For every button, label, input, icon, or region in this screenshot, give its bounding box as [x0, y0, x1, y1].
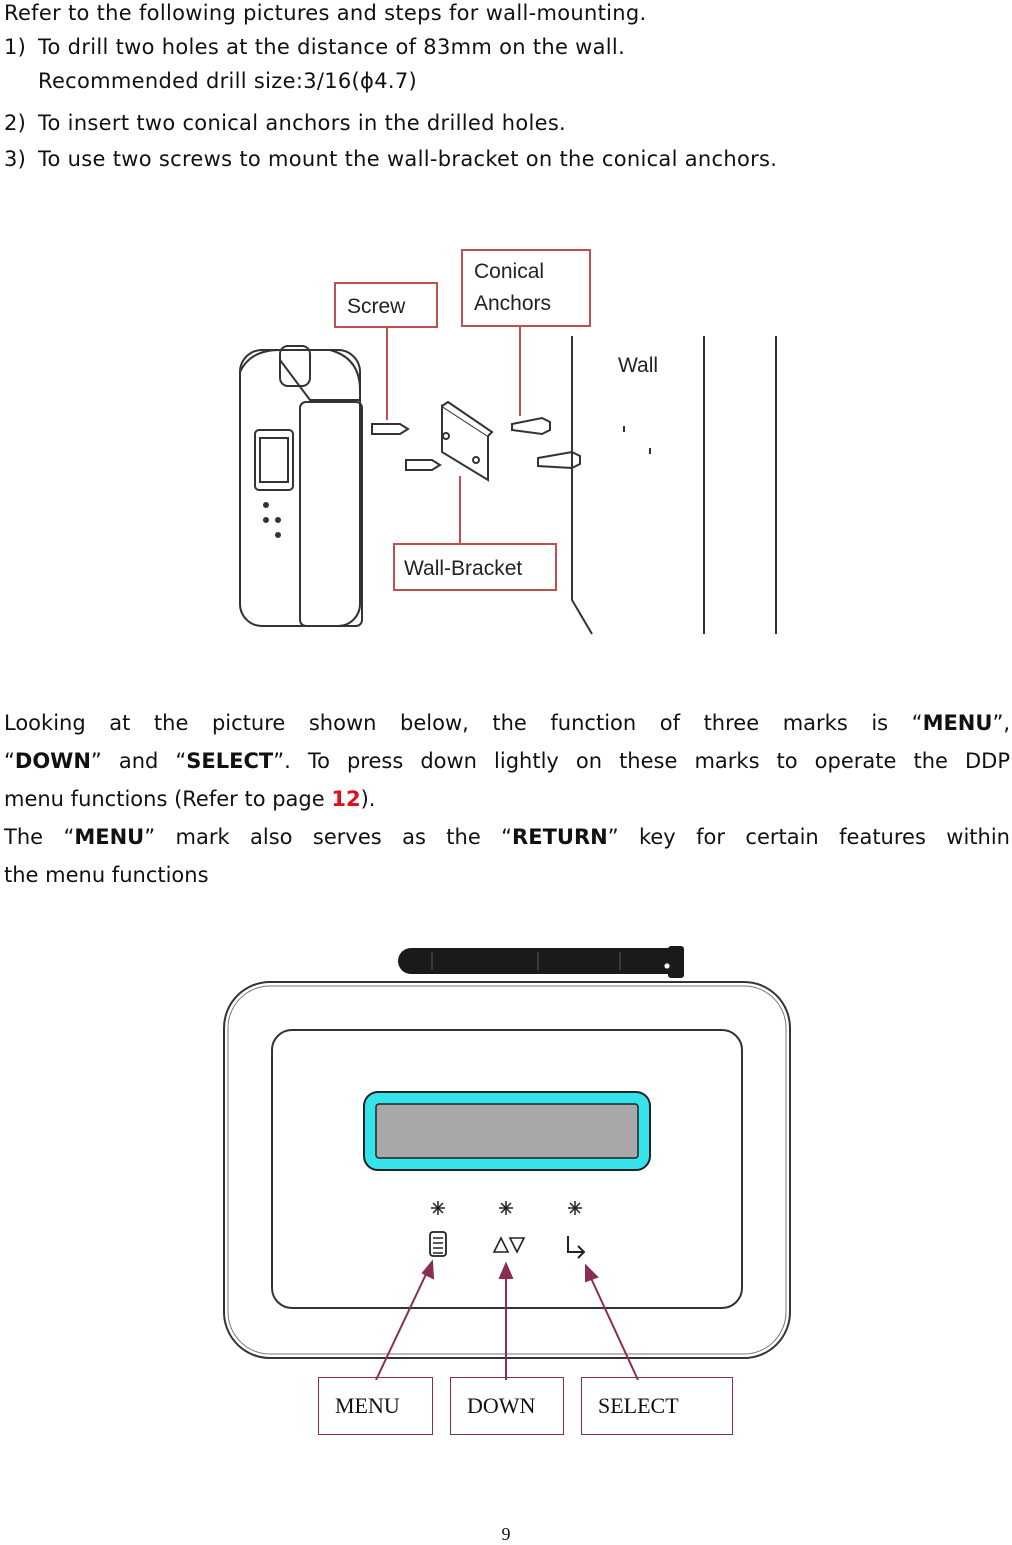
step-1-note-text: Recommended drill size:3/16(ϕ4.7): [38, 69, 417, 93]
step-1: 1) To drill two holes at the distance of …: [4, 34, 625, 60]
anchors-callout-box: [461, 249, 591, 327]
select-key[interactable]: [567, 1236, 586, 1259]
anchor-illustration: [511, 416, 581, 470]
screw-callout-box: [334, 282, 438, 328]
pointer-arrows: [375, 1259, 639, 1380]
step-3-text: To use two screws to mount the wall-brac…: [38, 147, 778, 171]
paragraph-line-4-mid: ” mark also serves as the “: [144, 825, 513, 849]
paragraph-line-3-text: menu functions (Refer to page: [4, 787, 332, 811]
lcd-screen: [375, 1103, 639, 1159]
bracket-callout-box: [393, 543, 557, 591]
intro-text: Refer to the following pictures and step…: [4, 1, 647, 25]
step-3-number: 3): [4, 147, 27, 171]
select-term: SELECT: [186, 749, 274, 773]
bracket-illustration: [441, 400, 494, 482]
paragraph-line-1: Looking at the picture shown below, the …: [4, 704, 1010, 742]
page-number: 9: [501, 1524, 511, 1544]
step-1-text: To drill two holes at the distance of 83…: [38, 35, 626, 59]
callout-lines: [386, 326, 521, 544]
down-callout-label: DOWN: [450, 1377, 564, 1435]
step-1-number: 1): [4, 35, 27, 59]
wall-illustration: [571, 336, 777, 635]
step-2-number: 2): [4, 111, 27, 135]
button-indicators: [431, 1201, 582, 1215]
wall-label: Wall: [618, 354, 658, 377]
paragraph-line-3-end: ).: [360, 787, 376, 811]
device-front-diagram: [223, 946, 791, 1380]
page-reference: 12: [331, 787, 361, 811]
paragraph-line-2-quote: “: [4, 749, 15, 773]
enter-arrow-icon: [567, 1236, 586, 1259]
bracket-callout-label: Wall-Bracket: [404, 557, 522, 580]
return-term: RETURN: [512, 825, 608, 849]
step-2-text: To insert two conical anchors in the dri…: [38, 111, 567, 135]
screw-callout-label: Screw: [347, 295, 406, 318]
menu-key[interactable]: [429, 1231, 447, 1257]
anchors-callout-label-2: Anchors: [474, 292, 551, 315]
menu-term: MENU: [922, 711, 993, 735]
select-callout-label: SELECT: [581, 1377, 733, 1435]
paragraph-line-4-end: ” key for certain features within: [607, 825, 1010, 849]
step-3: 3) To use two screws to mount the wall-br…: [4, 146, 777, 172]
paragraph-line-1-end: ”,: [992, 711, 1010, 735]
screw-illustration: [371, 423, 442, 471]
paragraph-line-1-text: Looking at the picture shown below, the …: [4, 711, 923, 735]
down-term: DOWN: [14, 749, 91, 773]
menu-term-2: MENU: [74, 825, 145, 849]
step-1-note: Recommended drill size:3/16(ϕ4.7): [4, 68, 417, 94]
menu-callout-label: MENU: [318, 1377, 433, 1435]
paragraph-line-5: the menu functions: [4, 863, 209, 887]
anchors-callout-label-1: Conical: [474, 260, 544, 283]
wall-mount-diagram: Screw Conical Anchors Wall Wall-Bracket: [239, 249, 777, 635]
paragraph-line-4: The “MENU” mark also serves as the “RETU…: [4, 818, 1010, 856]
antenna-illustration: [398, 946, 684, 978]
paragraph-line-3: menu functions (Refer to page 12).: [4, 780, 1010, 818]
step-2: 2) To insert two conical anchors in the d…: [4, 110, 566, 136]
up-down-arrows-icon: [492, 1236, 526, 1254]
paragraph-line-2-end: ”. To press down lightly on these marks …: [273, 749, 1010, 773]
paragraph-line-2: “DOWN” and “SELECT”. To press down light…: [4, 742, 1010, 780]
paragraph-line-2-mid: ” and “: [90, 749, 187, 773]
device-illustration: [239, 345, 363, 627]
paragraph-line-4-text: The “: [4, 825, 75, 849]
down-key[interactable]: [492, 1236, 526, 1254]
